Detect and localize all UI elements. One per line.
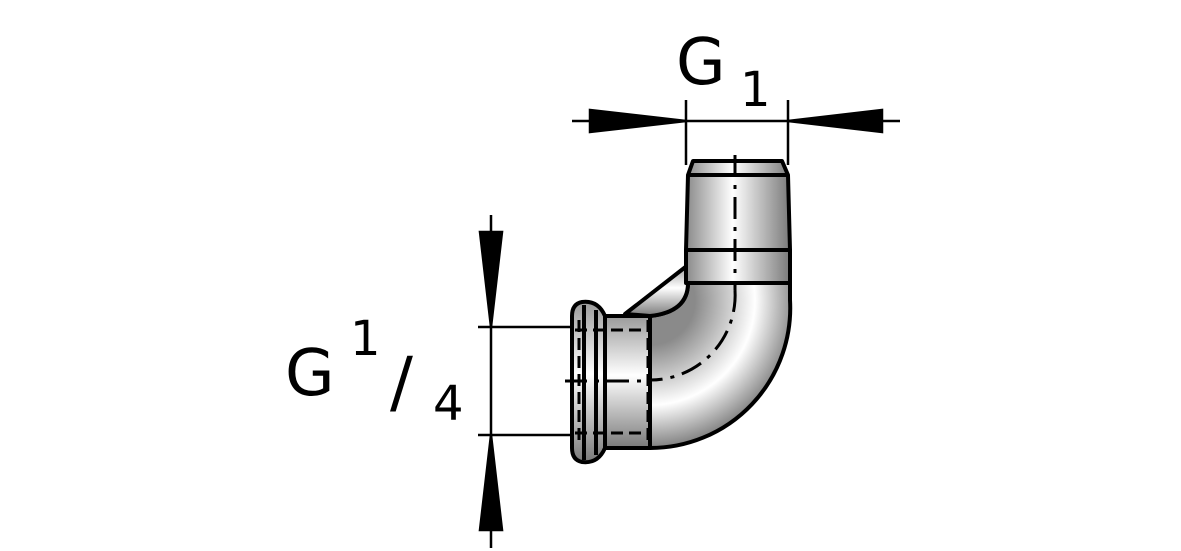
arrow-left-icon — [787, 108, 884, 134]
top-dimension-subscript: 1 — [740, 62, 771, 118]
side-dimension-letter: G — [285, 337, 335, 411]
thread-lines — [575, 320, 650, 445]
side-dimension-denominator: 4 — [433, 376, 464, 432]
arrow-down-icon — [478, 230, 504, 328]
arrow-right-icon — [588, 108, 687, 134]
side-dimension — [478, 215, 600, 548]
side-dimension-slash: / — [390, 343, 413, 422]
elbow-body — [570, 159, 793, 465]
arrow-up-icon — [478, 434, 504, 532]
top-dimension-letter: G — [676, 26, 726, 100]
side-dimension-numerator: 1 — [350, 311, 381, 367]
top-dimension — [572, 100, 900, 165]
